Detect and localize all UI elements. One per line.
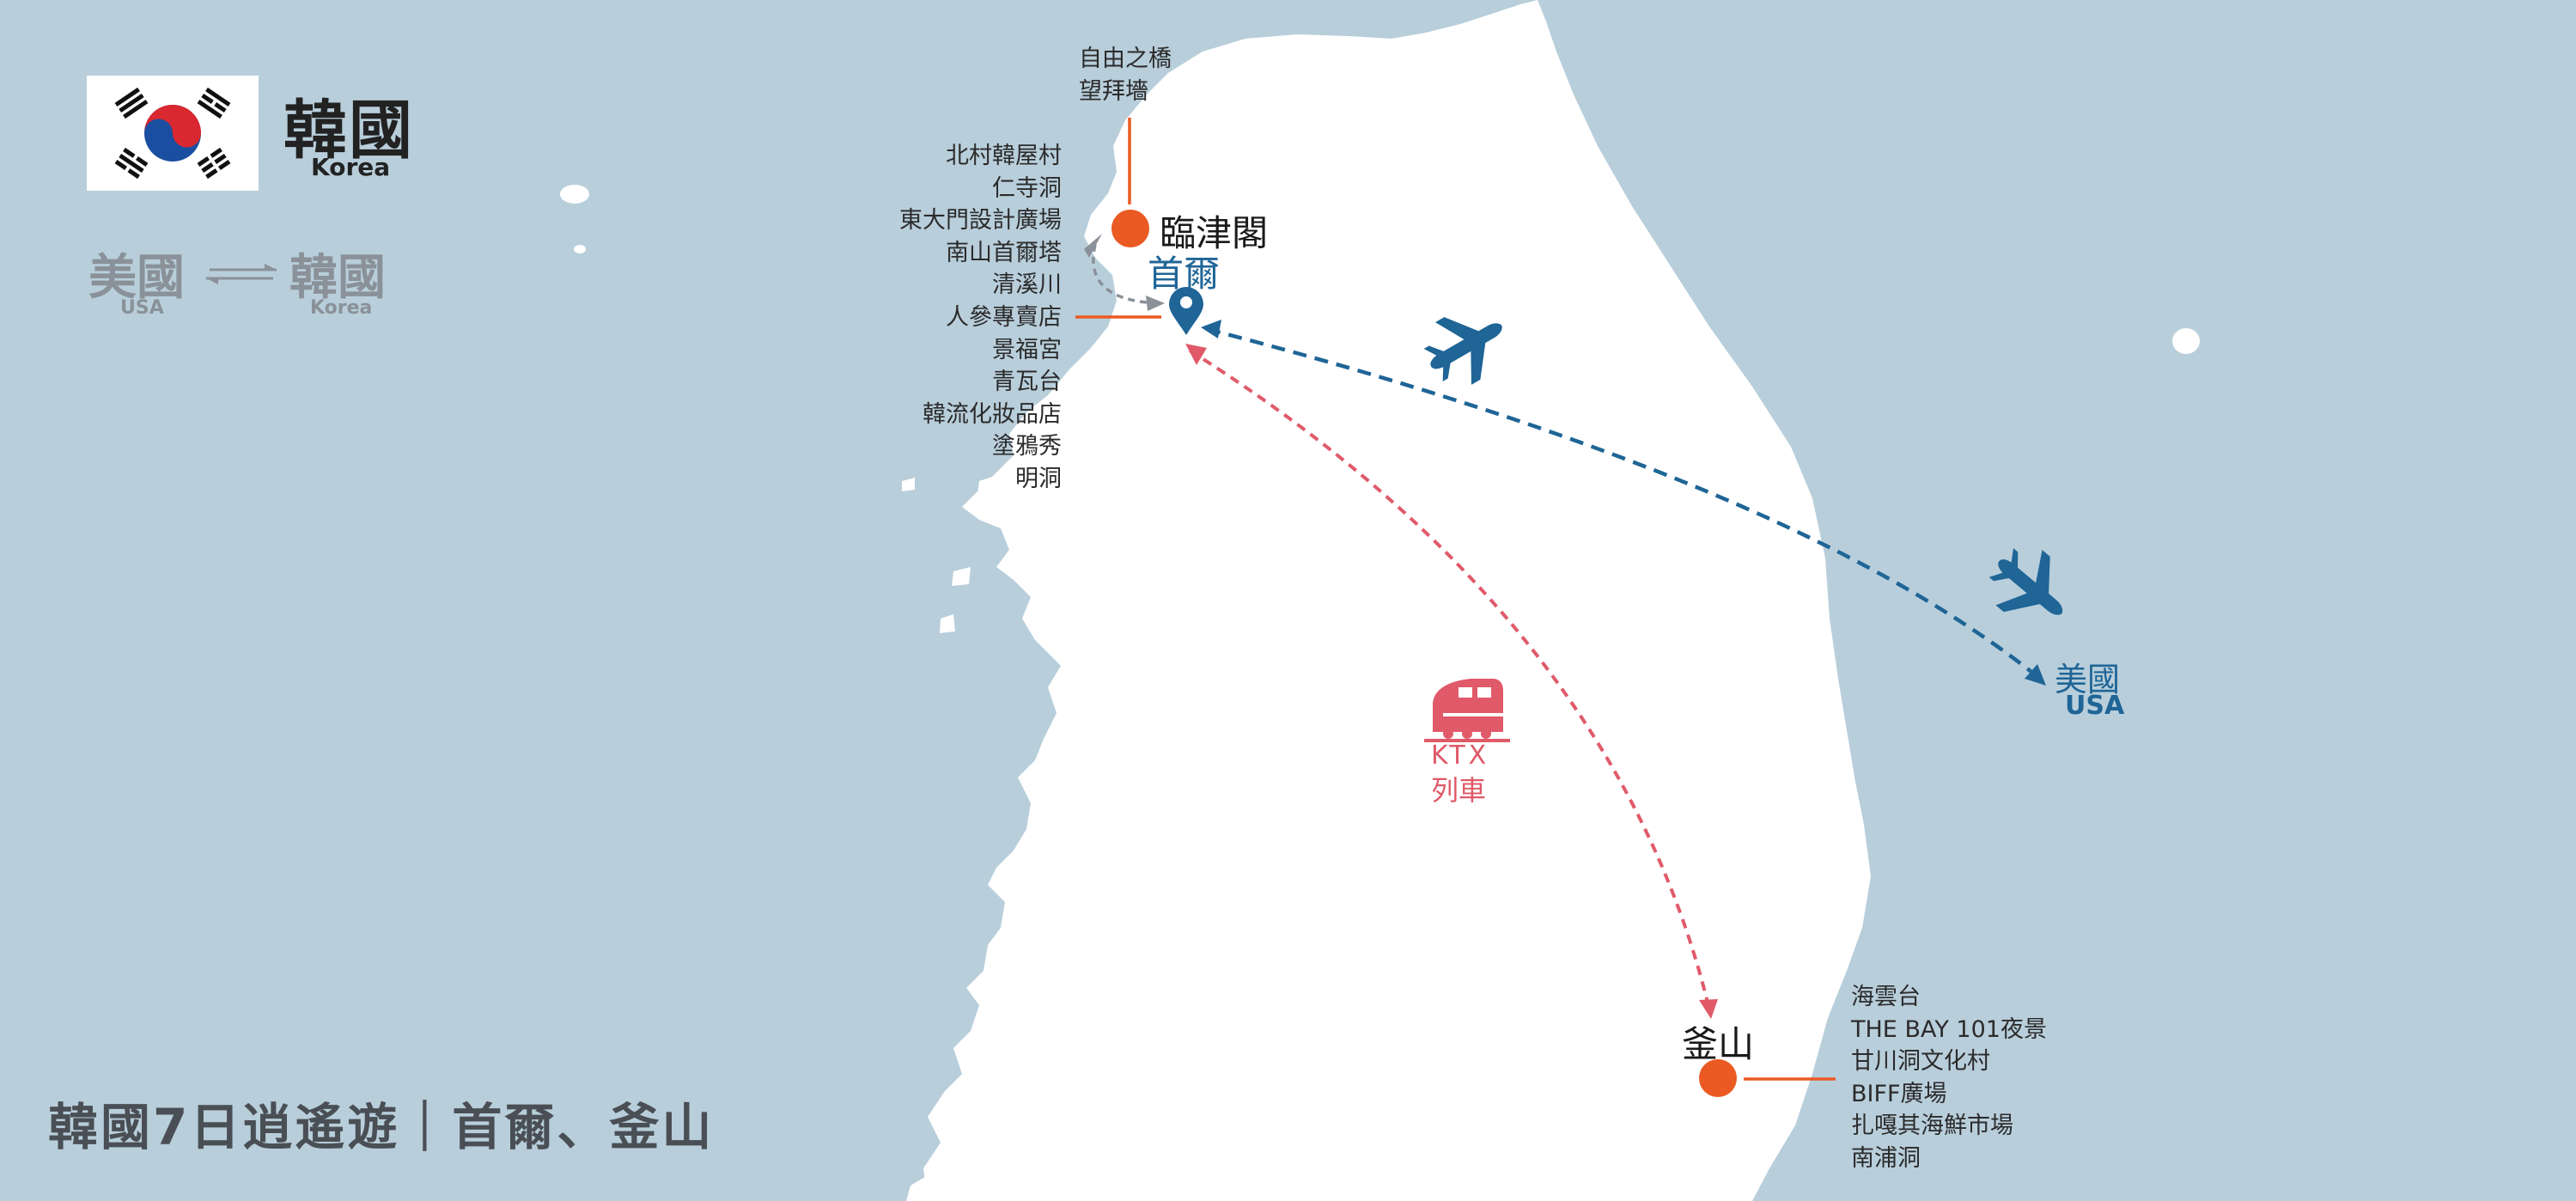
ktx-label-cn: 列車 xyxy=(1431,774,1487,807)
trip-title: 韓國7日逍遙遊｜首爾、釜山 xyxy=(48,1098,715,1156)
imjingak-label: 臨津閣 xyxy=(1160,212,1269,254)
korea-peninsula xyxy=(923,0,1871,1201)
exchange-arrows-icon xyxy=(206,264,277,284)
list-item: BIFF廣場 xyxy=(1851,1080,1947,1107)
south-islands xyxy=(906,1107,996,1201)
imjingak-route-arrow-north xyxy=(1084,234,1102,258)
usa-label: 美國 xyxy=(2055,661,2121,698)
imjingak-route xyxy=(1092,244,1160,305)
list-item: 塗鴉秀 xyxy=(992,433,1062,460)
location-pin-icon[interactable] xyxy=(1169,287,1203,335)
list-item: 北村韓屋村 xyxy=(946,143,1062,169)
list-item: 南山首爾塔 xyxy=(946,239,1062,266)
list-item: 海雲台 xyxy=(1851,984,1921,1010)
flight-route-arrow-seoul xyxy=(1201,320,1221,338)
korea-flag xyxy=(87,76,259,191)
route-origin-en: USA xyxy=(120,297,164,319)
list-item: 仁寺洞 xyxy=(992,174,1062,202)
imjingak-marker[interactable] xyxy=(1111,210,1149,247)
list-item: 景福宮 xyxy=(992,336,1062,363)
list-item: 人參專賣店 xyxy=(946,303,1062,331)
train-route-arrow-busan xyxy=(1699,999,1718,1019)
list-item: 清溪川 xyxy=(992,271,1062,299)
list-item: 扎嘎其海鮮市場 xyxy=(1851,1113,2013,1140)
list-item: 南浦洞 xyxy=(1851,1144,1921,1172)
busan-label: 釜山 xyxy=(1682,1023,1755,1065)
route-destination-en: Korea xyxy=(310,297,373,319)
list-item: 自由之橋 xyxy=(1079,46,1172,72)
seoul-label: 首爾 xyxy=(1148,253,1221,295)
airplane-icon xyxy=(1423,317,1502,385)
page-title: 韓國 xyxy=(283,94,414,168)
flight-route xyxy=(1206,326,2042,680)
list-item: 青瓦台 xyxy=(992,369,1062,396)
airplane-icon-2 xyxy=(1988,548,2063,615)
list-item: 明洞 xyxy=(1015,465,1062,492)
west-islands xyxy=(902,477,992,633)
imjingak-route-arrow-seoul xyxy=(1146,296,1165,311)
usa-label-en: USA xyxy=(2065,691,2125,721)
route-origin: 美國 xyxy=(88,250,185,306)
train-route-arrow-seoul xyxy=(1185,344,1207,365)
busan-marker[interactable] xyxy=(1699,1059,1737,1097)
list-item: 甘川洞文化村 xyxy=(1851,1048,1990,1076)
page-subtitle: Korea xyxy=(311,153,391,181)
list-item: 韓流化妝品店 xyxy=(923,400,1062,428)
busan-spot-list: 海雲台 THE BAY 101夜景 甘川洞文化村 BIFF廣場 扎嘎其海鮮市場 … xyxy=(1851,981,2047,1175)
route-destination: 韓國 xyxy=(289,250,386,306)
island-west-1 xyxy=(560,185,589,204)
train-icon xyxy=(1424,679,1510,742)
flight-route-arrow-usa xyxy=(2025,664,2046,686)
seoul-spot-list: 北村韓屋村 仁寺洞 東大門設計廣場 南山首爾塔 清溪川 人參專賣店 景福宮 青瓦… xyxy=(899,140,1062,496)
list-item: 東大門設計廣場 xyxy=(899,207,1062,235)
imjingak-spot-list: 自由之橋 望拜墻 xyxy=(1079,43,1172,107)
island-west-2 xyxy=(574,245,586,253)
list-item: THE BAY 101夜景 xyxy=(1851,1015,2047,1043)
list-item: 望拜墻 xyxy=(1079,77,1148,105)
island-east xyxy=(2172,328,2200,354)
ktx-label: KTX xyxy=(1431,741,1490,771)
